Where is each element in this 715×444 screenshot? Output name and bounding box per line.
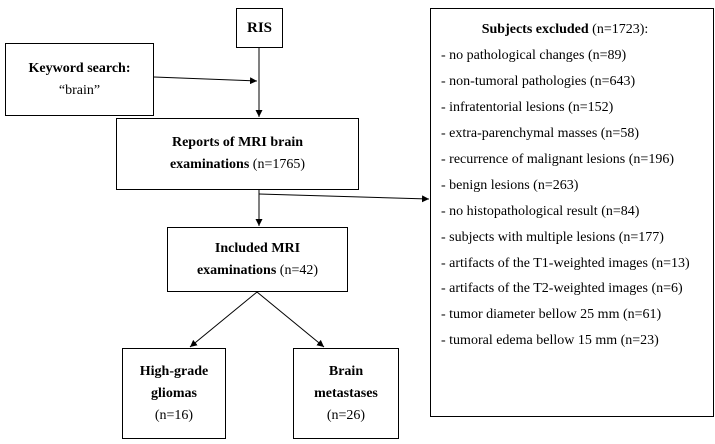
- excluded-title: Subjects excluded (n=1723):: [441, 19, 713, 41]
- ris-box: RIS: [236, 8, 283, 48]
- arrow-reports-to-excluded: [258, 193, 430, 203]
- excluded-item: - tumoral edema bellow 15 mm (n=23): [441, 333, 659, 348]
- bm-line2: metastases: [314, 385, 378, 401]
- excluded-item: - no histopathological result (n=84): [441, 204, 640, 219]
- hgg-count: (n=16): [154, 407, 194, 423]
- keyword-search-title: Keyword search:: [28, 60, 131, 76]
- reports-count: (n=1765): [249, 157, 306, 172]
- keyword-search-box: Keyword search: “brain”: [5, 43, 154, 116]
- included-line1: Included MRI: [214, 240, 301, 256]
- excluded-item: - tumor diameter bellow 25 mm (n=61): [441, 307, 662, 322]
- included-line2: examinations (n=42): [197, 260, 318, 282]
- bm-count: (n=26): [326, 407, 366, 423]
- brain-metastases-box: Brain metastases (n=26): [293, 348, 399, 439]
- excluded-item: - extra-parenchymal masses (n=58): [441, 126, 639, 141]
- excluded-item: - infratentorial lesions (n=152): [441, 100, 614, 115]
- bm-line1: Brain: [328, 363, 364, 379]
- excluded-item: - no pathological changes (n=89): [441, 48, 627, 63]
- excluded-item: - subjects with multiple lesions (n=177): [441, 230, 664, 245]
- arrow-keyword-to-ris-line: [153, 76, 258, 85]
- high-grade-gliomas-box: High-grade gliomas (n=16): [122, 348, 226, 439]
- excluded-subjects-box: Subjects excluded (n=1723): - no patholo…: [430, 8, 714, 417]
- reports-line1: Reports of MRI brain: [171, 135, 304, 150]
- ris-label: RIS: [246, 20, 272, 36]
- reports-line2: examinations (n=1765): [170, 154, 305, 176]
- arrow-included-to-hgg: [189, 291, 258, 348]
- hgg-line2: gliomas: [151, 385, 197, 401]
- excluded-item: - artifacts of the T1-weighted images (n…: [441, 256, 690, 271]
- excluded-item: - non-tumoral pathologies (n=643): [441, 74, 636, 89]
- reports-box: Reports of MRI brain examinations (n=176…: [116, 118, 359, 190]
- hgg-line1: High-grade: [139, 363, 209, 379]
- excluded-item: - artifacts of the T2-weighted images (n…: [441, 281, 683, 296]
- excluded-total: (n=1723):: [588, 22, 649, 37]
- excluded-item: - recurrence of malignant lesions (n=196…: [441, 152, 674, 167]
- keyword-search-term: “brain”: [58, 82, 101, 98]
- reports-line2-bold: examinations: [169, 157, 250, 172]
- included-count: (n=42): [276, 262, 319, 278]
- included-line2-bold: examinations: [196, 262, 277, 278]
- included-box: Included MRI examinations (n=42): [167, 227, 348, 292]
- excluded-item: - benign lesions (n=263): [441, 178, 579, 193]
- excluded-title-bold: Subjects excluded: [481, 22, 589, 37]
- arrow-included-to-bm: [256, 291, 325, 348]
